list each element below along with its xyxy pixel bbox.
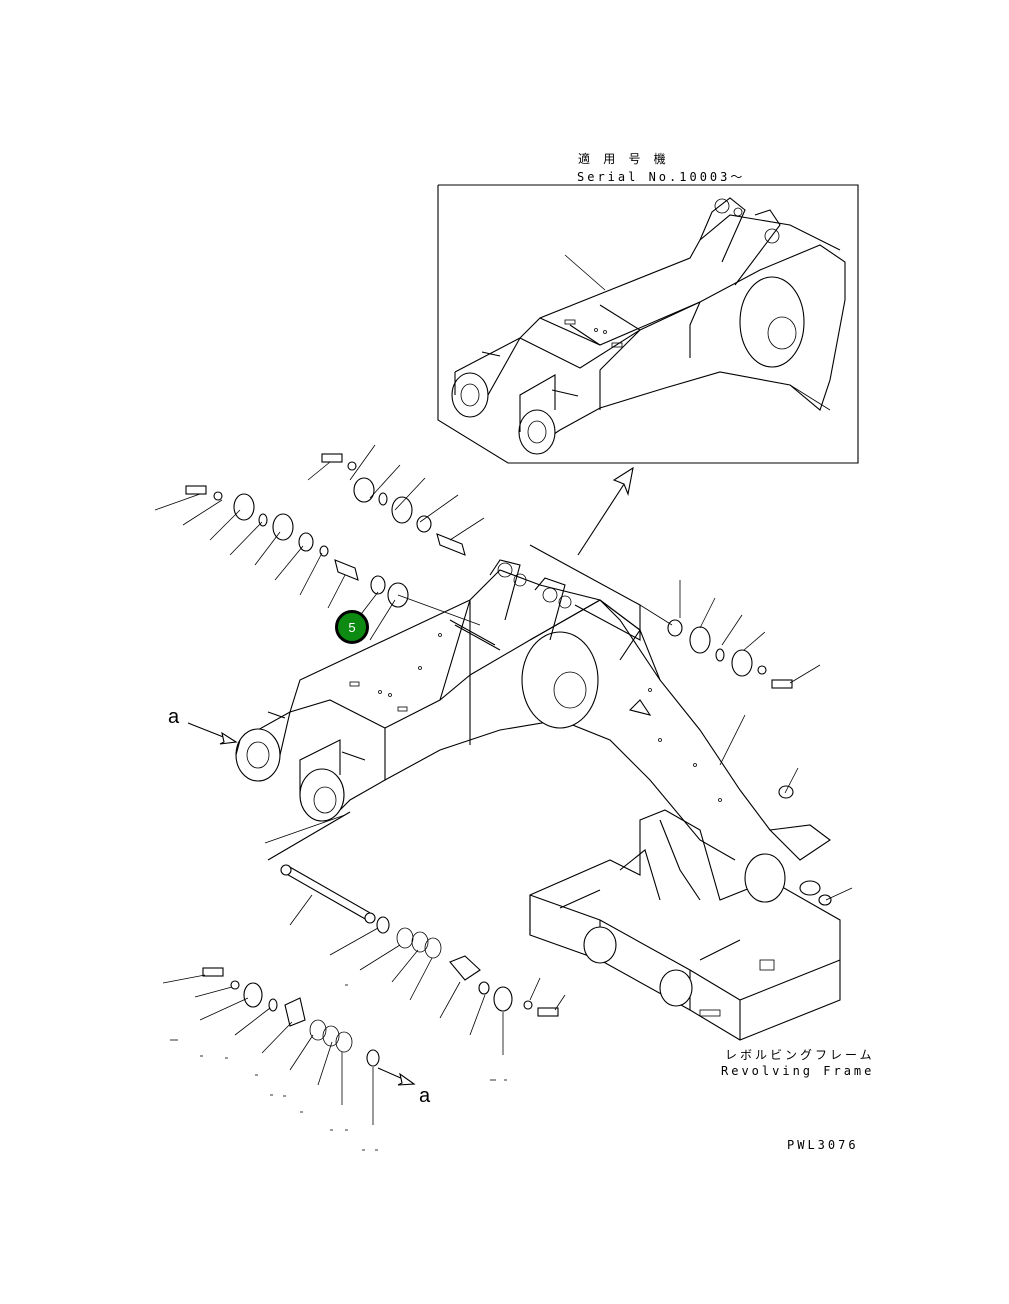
serial-title-jp: 適 用 号 機	[578, 152, 669, 166]
inset-detail-view	[437, 184, 859, 464]
revolving-frame-label-jp: レボルビングフレーム	[725, 1048, 875, 1062]
upper-pin-parts-right	[639, 580, 853, 901]
boom-assembly	[235, 544, 771, 861]
lower-pin-parts	[162, 811, 566, 1151]
part-callout-5[interactable]: 5	[335, 610, 369, 644]
serial-title-en: Serial No.10003～	[577, 170, 746, 184]
view-marker-top: a	[168, 706, 180, 728]
detail-arrow	[577, 466, 634, 556]
view-arrows	[187, 722, 416, 1086]
upper-pin-parts-left	[154, 444, 485, 641]
view-marker-bottom: a	[419, 1085, 431, 1107]
revolving-frame-label-en: Revolving Frame	[721, 1064, 875, 1078]
revolving-frame	[529, 785, 841, 1041]
drawing-code: PWL3076	[787, 1138, 859, 1152]
